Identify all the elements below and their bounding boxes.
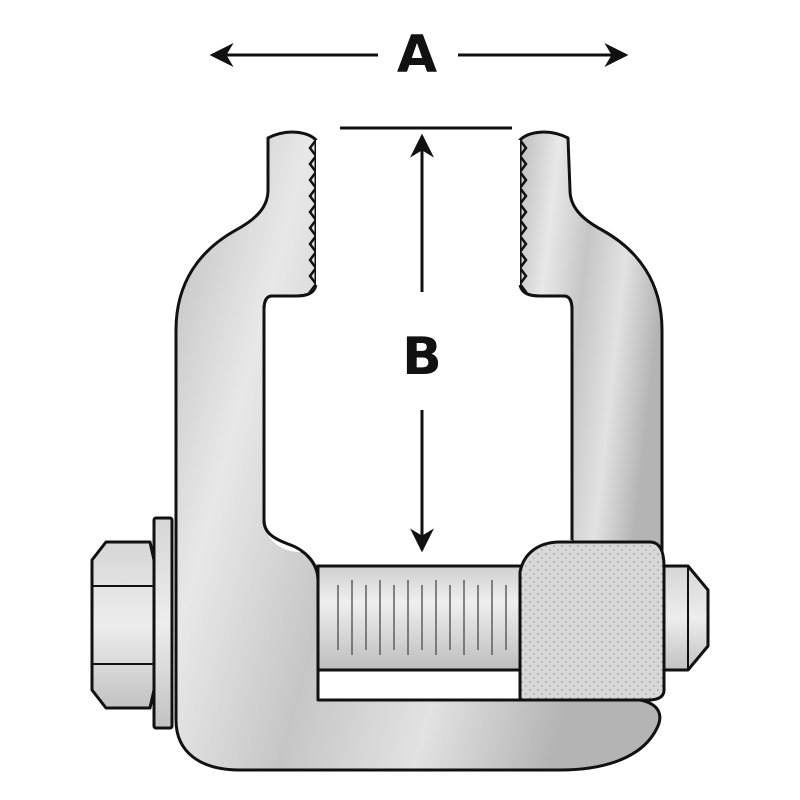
bolt-shank [316,564,526,672]
dimension-b: B [402,133,442,553]
washer [152,516,174,730]
clamp-inner-edge-right [518,284,574,540]
bolt-icon [316,564,710,672]
clamp-inner-edge-left [262,284,320,581]
bolt-tip [658,564,710,672]
dimension-a-label: A [397,25,437,85]
dimension-a: A [209,25,629,85]
clamp-movable-jaw [518,540,666,702]
clamp-opening [264,140,572,552]
bolt-threads [337,580,507,655]
dimension-b-label: B [402,327,442,387]
hex-nut-icon [90,540,156,710]
